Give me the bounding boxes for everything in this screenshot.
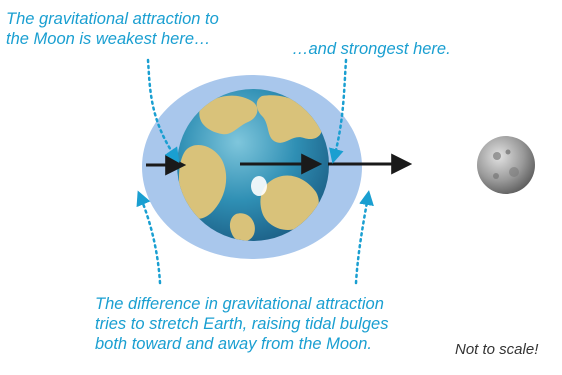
difference-leader-line-right (354, 190, 374, 285)
weakest-annotation-line1: The gravitational attraction to (6, 10, 219, 28)
difference-annotation-line2: tries to stretch Earth, raising tidal bu… (95, 315, 389, 333)
difference-annotation: The difference in gravitational attracti… (95, 294, 388, 354)
weakest-leader-line (146, 58, 180, 163)
strongest-annotation: …and strongest here. (292, 40, 451, 58)
difference-annotation-line3: both toward and away from the Moon. (95, 335, 372, 353)
difference-leader-line-left (136, 190, 162, 285)
weakest-annotation-line2: the Moon is weakest here… (6, 30, 211, 48)
moon-icon (477, 136, 535, 194)
weakest-annotation: The gravitational attraction to the Moon… (6, 9, 219, 49)
scale-note: Not to scale! (455, 341, 539, 358)
strongest-leader-line (329, 58, 348, 164)
difference-annotation-line1: The difference in gravitational attracti… (95, 295, 384, 313)
